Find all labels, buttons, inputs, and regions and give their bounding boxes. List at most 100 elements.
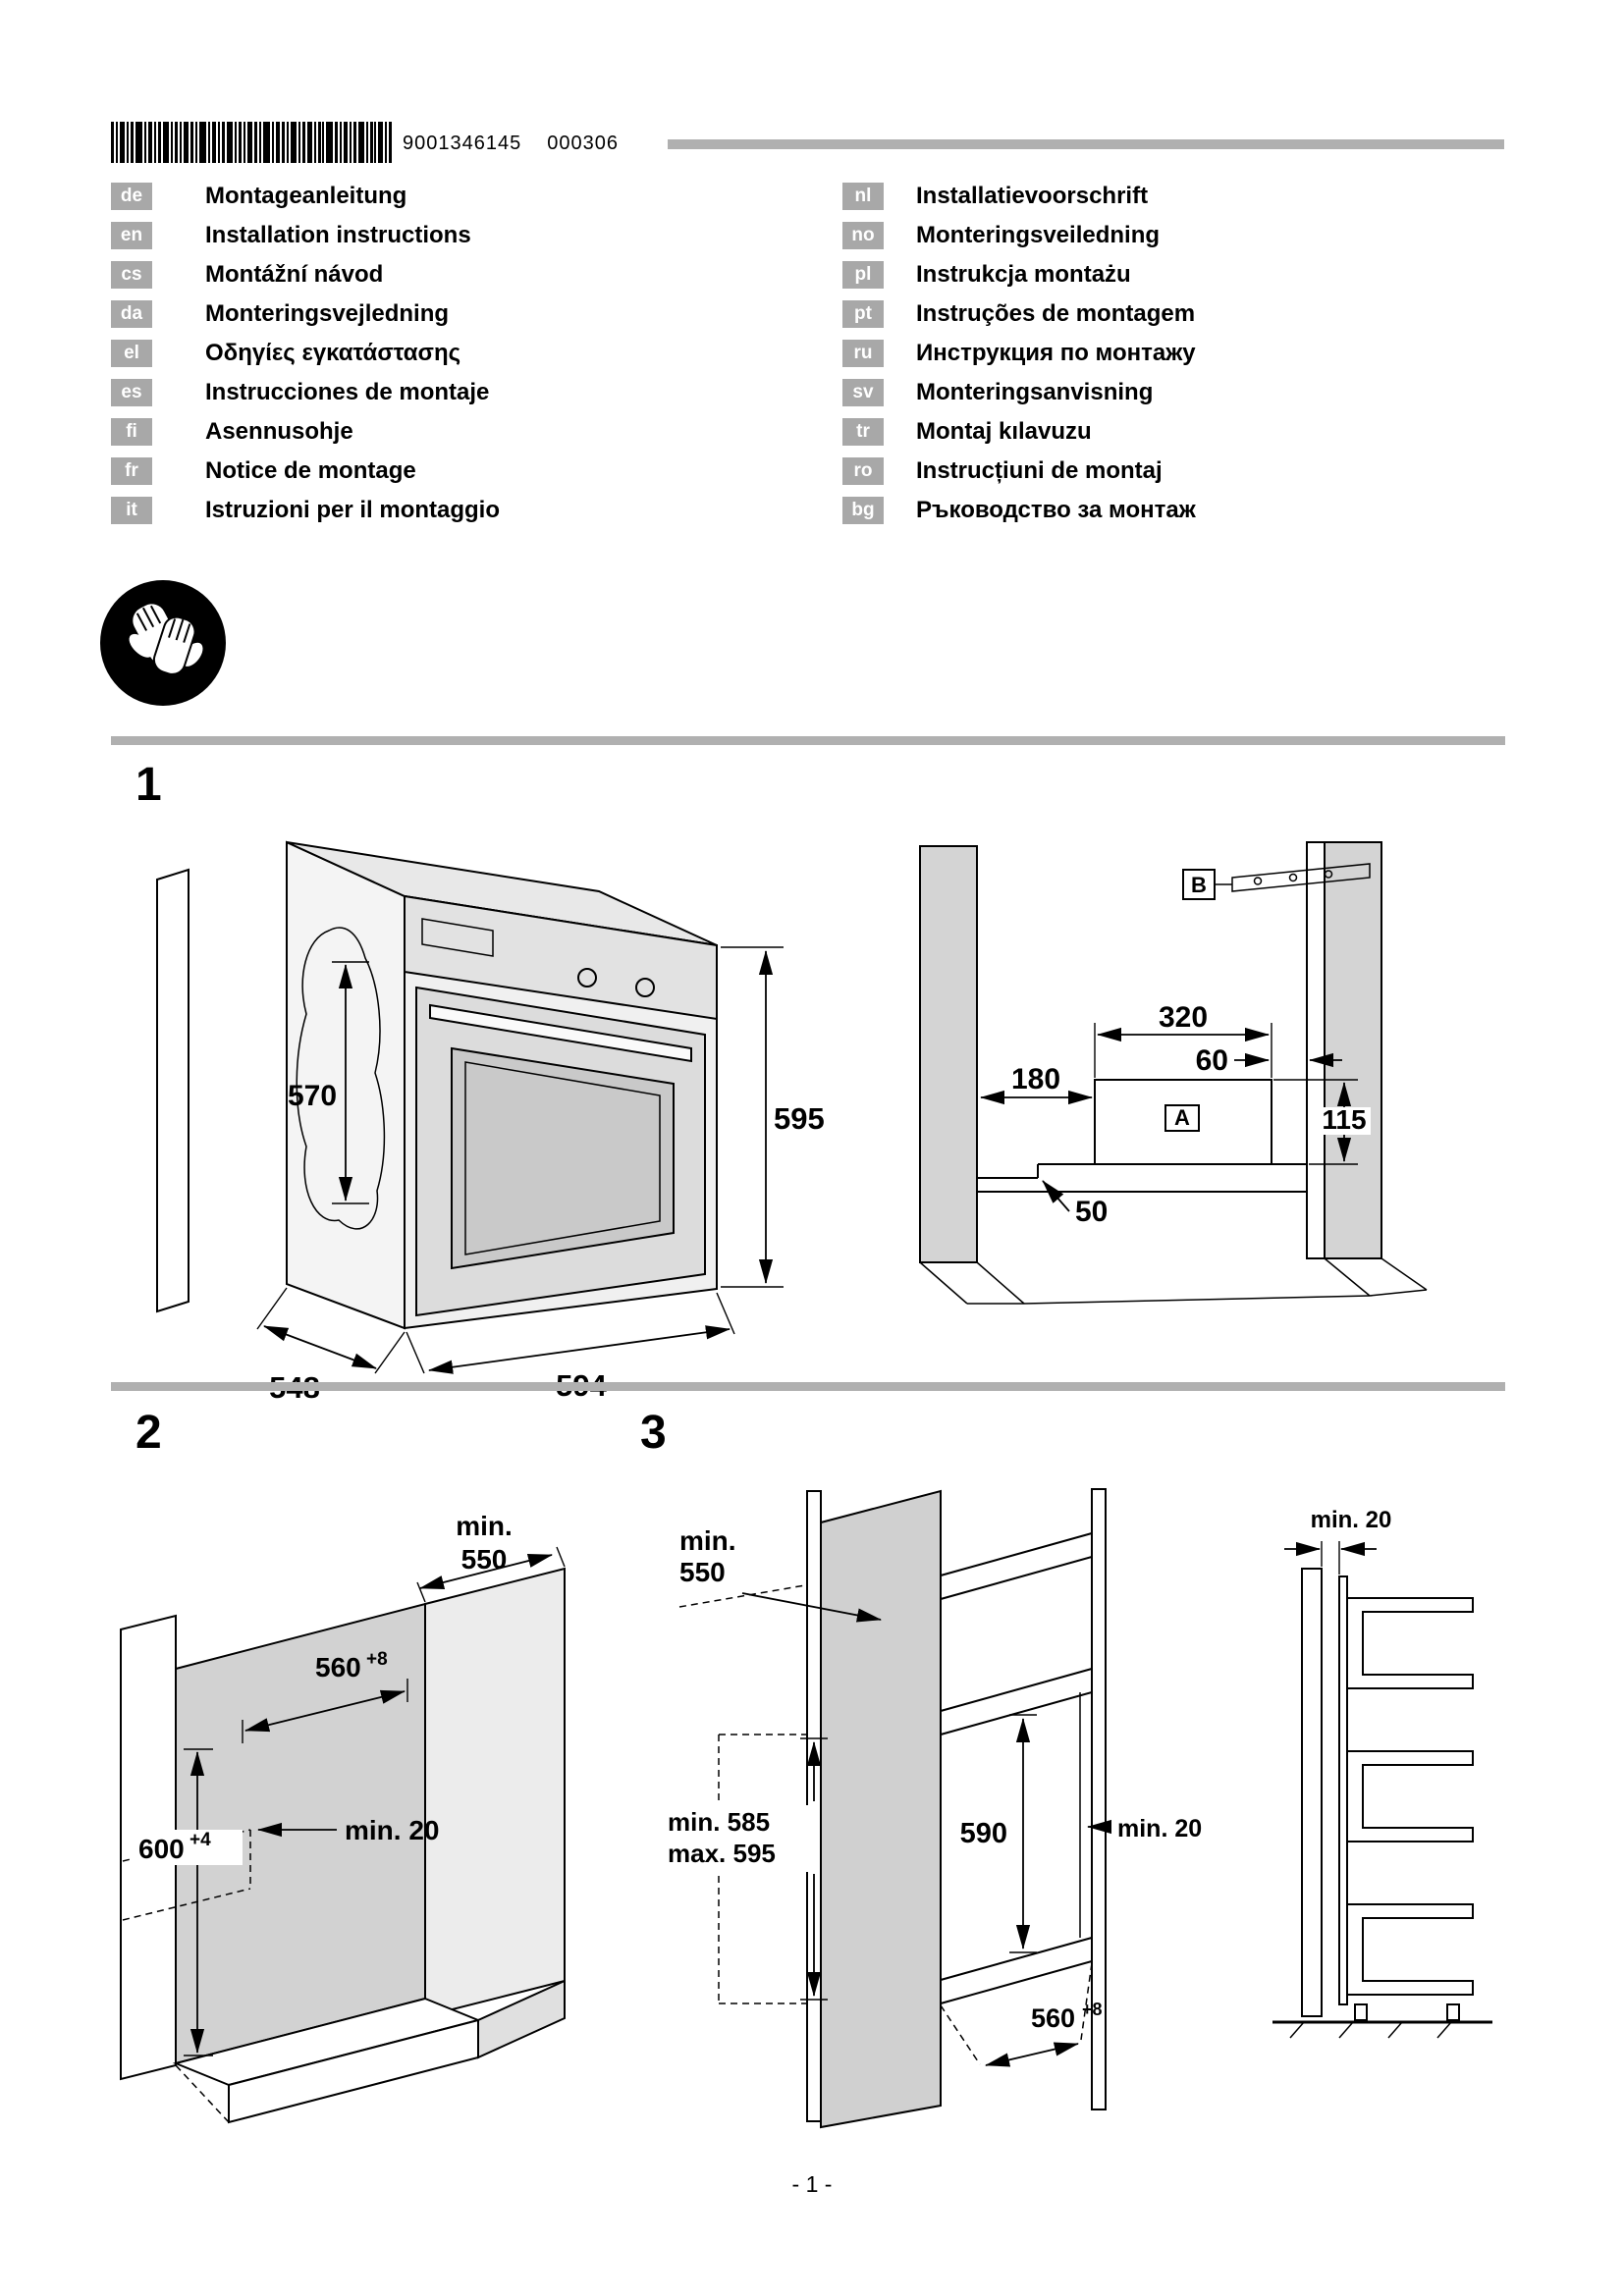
section-divider — [111, 736, 1505, 745]
shelf-profile — [1346, 1597, 1474, 1689]
language-code-badge: pl — [842, 261, 884, 289]
callout-b-label: B — [1191, 873, 1207, 897]
language-title: Installatievoorschrift — [916, 183, 1149, 209]
oven-body — [156, 840, 718, 1330]
dim-115: 115 — [1273, 1079, 1371, 1165]
language-row: nl Installatievoorschrift — [842, 183, 1148, 210]
shelf-profile — [1346, 1750, 1474, 1842]
foot — [1354, 2003, 1368, 2021]
dim-label-560: 560 — [1031, 2003, 1075, 2033]
dim-label-595: 595 — [774, 1101, 825, 1136]
figure3-tall-cabinet-drawing: min. 550 min. 585 max. 595 590 min. 20 5 — [664, 1488, 1221, 2129]
side-panel-recess — [296, 927, 386, 1230]
niche-bottom-shelf — [940, 1936, 1093, 2005]
hatched-area — [1094, 1079, 1272, 1165]
dim-320: 320 — [1094, 1001, 1272, 1078]
cabinet-back — [1338, 1575, 1348, 2005]
language-code-badge: de — [111, 183, 152, 210]
language-code-badge: it — [111, 497, 152, 524]
language-title: Instrucciones de montaje — [205, 379, 490, 405]
dim-min550: min. 550 — [679, 1525, 883, 1623]
dim-label-550: 550 — [461, 1544, 508, 1575]
language-code-badge: fr — [111, 457, 152, 485]
callout-a-label: A — [1174, 1105, 1190, 1130]
control-knob — [635, 978, 655, 997]
language-title: Monteringsanvisning — [916, 379, 1154, 405]
dim-min20: min. 20 — [256, 1815, 439, 1845]
niche-structure — [919, 841, 1428, 1305]
dim-560: 560 +8 — [242, 1649, 408, 1743]
dim-label-min20-wall: min. 20 — [1311, 1507, 1392, 1533]
header-rule — [668, 139, 1504, 149]
language-code-badge: nl — [842, 183, 884, 210]
niche-top-shelf — [940, 1667, 1093, 1736]
dim-min20: min. 20 — [1086, 1813, 1221, 1844]
callout-b: B — [1182, 863, 1371, 900]
figure1-niche-drawing: A B 320 60 180 — [919, 841, 1428, 1305]
language-code-badge: no — [842, 222, 884, 249]
callout-a-box — [1164, 1104, 1200, 1132]
dim-label-600: 600 — [138, 1834, 185, 1864]
language-code-badge: da — [111, 300, 152, 328]
dim-label-60: 60 — [1196, 1044, 1228, 1077]
language-title: Monteringsveiledning — [916, 222, 1161, 248]
dim-590: 590 — [960, 1714, 1037, 1953]
side-view-structure — [1272, 1568, 1492, 2039]
language-title: Montážní návod — [205, 261, 384, 288]
dim-label-560: 560 — [315, 1652, 361, 1682]
figure1-number: 1 — [135, 759, 162, 811]
barcode-batch: 000306 — [547, 133, 619, 154]
right-side-wall — [424, 1567, 566, 2018]
dim-min550: min. 550 — [416, 1511, 566, 1603]
language-title: Οδηγίες εγκατάστασης — [205, 340, 461, 366]
language-row: no Monteringsveiledning — [842, 222, 1160, 249]
dim-50: 50 — [1042, 1180, 1108, 1228]
control-knob — [577, 968, 597, 988]
dim-label-min20: min. 20 — [345, 1815, 439, 1845]
language-row: da Monteringsvejledning — [111, 300, 449, 328]
figure3-number: 3 — [640, 1407, 667, 1459]
figure1-oven-drawing: 570 595 548 594 — [156, 840, 825, 1402]
left-side-panel — [919, 845, 978, 1263]
dim-570: 570 — [288, 961, 369, 1204]
dim-label-320: 320 — [1159, 1001, 1208, 1034]
language-title: Montaj kılavuzu — [916, 418, 1092, 445]
dim-label-50: 50 — [1075, 1196, 1108, 1228]
side-wall — [820, 1489, 942, 2129]
language-title: Montageanleitung — [205, 183, 407, 209]
dim-label-570: 570 — [288, 1080, 337, 1112]
language-title: Ръководство за монтаж — [916, 497, 1196, 523]
dim-label-180: 180 — [1011, 1063, 1060, 1095]
dim-label-560-tol: +8 — [1082, 2000, 1103, 2019]
language-row: el Οδηγίες εγκατάστασης — [111, 340, 460, 367]
language-code-badge: en — [111, 222, 152, 249]
language-title: Instruções de montagem — [916, 300, 1196, 327]
language-code-badge: ru — [842, 340, 884, 367]
plinth-side — [477, 1979, 566, 2059]
top-shelf — [940, 1531, 1093, 1601]
shelf-profile — [1346, 1903, 1474, 1996]
language-title: Monteringsvejledning — [205, 300, 450, 327]
dim-label-min: min. — [679, 1525, 736, 1556]
protective-gloves-icon — [100, 580, 226, 706]
wall — [1301, 1568, 1323, 2017]
section-divider — [111, 1382, 1505, 1391]
dim-560: 560 +8 — [984, 2000, 1103, 2067]
language-code-badge: el — [111, 340, 152, 367]
language-row: de Montageanleitung — [111, 183, 406, 210]
dim-label-min20: min. 20 — [1117, 1815, 1202, 1842]
back-edge — [1091, 1488, 1107, 2110]
